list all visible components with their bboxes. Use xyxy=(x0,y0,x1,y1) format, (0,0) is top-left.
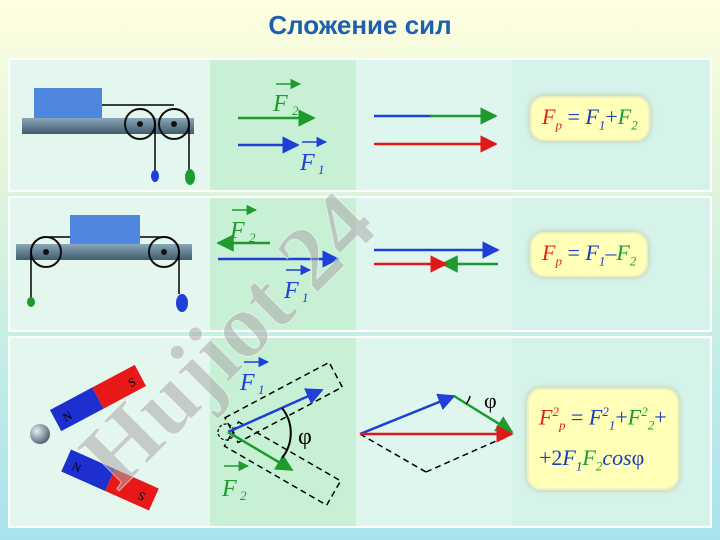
force-f2-arrow xyxy=(227,430,294,472)
weight-blue xyxy=(151,170,159,182)
weight-green xyxy=(185,169,195,185)
label-f2: F xyxy=(272,91,288,117)
formula-angle-line2: +2F1F2cosφ xyxy=(539,444,645,474)
pole-s: S xyxy=(136,488,148,504)
forces-cell xyxy=(210,60,356,190)
weight-green xyxy=(27,297,35,307)
label-f1: F xyxy=(239,370,255,396)
parallelogram: φ xyxy=(359,388,514,473)
resultant-difference xyxy=(374,241,500,273)
forces-difference: F 2 F 1 xyxy=(216,204,340,305)
label-f2: F xyxy=(221,476,237,502)
block xyxy=(70,215,140,244)
svg-text:1: 1 xyxy=(318,162,325,177)
svg-text:2: 2 xyxy=(240,488,247,503)
page-title: Сложение сил xyxy=(268,10,452,40)
magnets-setup: N S N S xyxy=(30,364,159,511)
resultant-cell xyxy=(356,60,512,190)
svg-text:2: 2 xyxy=(249,230,256,245)
angle-phi: φ xyxy=(298,424,312,450)
force-f1-arrow xyxy=(227,388,324,434)
label-f1: F xyxy=(283,278,299,304)
formula-difference: Fр = F1–F2 xyxy=(530,232,649,278)
svg-text:1: 1 xyxy=(302,290,309,305)
resultant-cell xyxy=(356,338,512,526)
forces-angle: φ F 1 F 2 xyxy=(217,356,344,507)
formula-angle-line1: F2р = F21+F22+ xyxy=(539,404,667,433)
pulley-setup-1 xyxy=(22,88,195,185)
weight-blue xyxy=(176,294,188,312)
svg-text:1: 1 xyxy=(258,382,265,397)
label-f2: F xyxy=(229,218,245,244)
block xyxy=(34,88,102,118)
svg-text:2: 2 xyxy=(292,103,299,118)
steel-ball xyxy=(30,424,50,444)
formula-sum: Fр = F1+F2 xyxy=(530,96,650,142)
forces-sum: F 2 F 1 xyxy=(238,78,328,177)
angle-phi: φ xyxy=(484,388,497,413)
pulley-setup-2 xyxy=(16,215,192,312)
label-f1: F xyxy=(299,150,315,176)
formula-angle: F2р = F21+F22+ +2F1F2cosφ xyxy=(527,388,679,491)
resultant-sum xyxy=(374,107,498,153)
